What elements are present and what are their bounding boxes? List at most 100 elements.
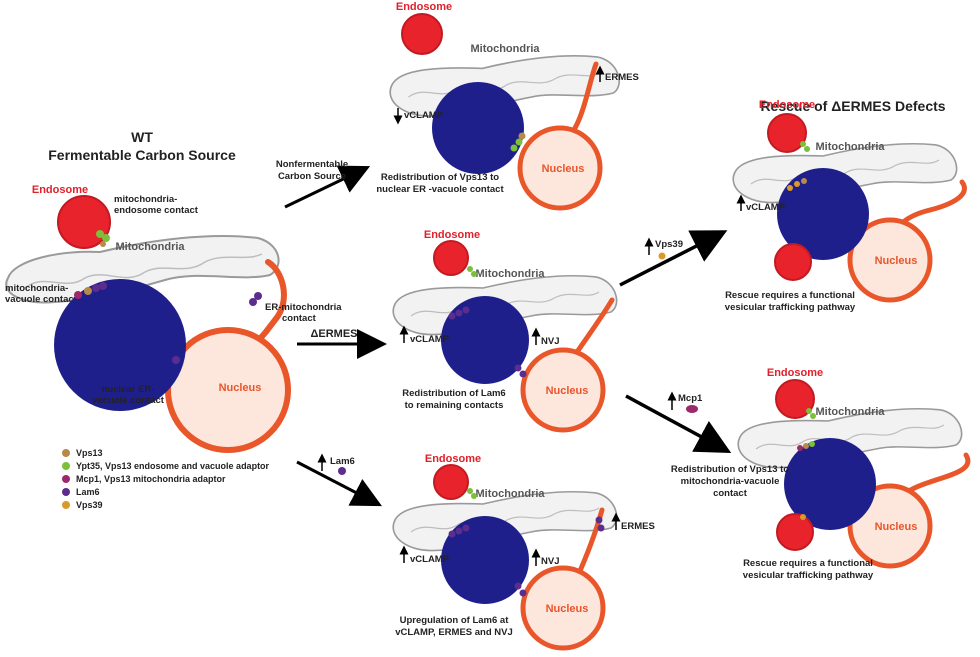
bot-ypt35-dot: [471, 493, 477, 499]
mid-lam6-dot: [462, 306, 470, 314]
bot-ermes-label: ERMES: [621, 521, 655, 532]
mid-endosome-label: Endosome: [424, 229, 480, 241]
wt-ermes-dot: [254, 292, 262, 300]
r2-ypt35-dot: [810, 413, 816, 419]
r2-ypt35-dot: [809, 441, 815, 447]
top-endosome: [401, 13, 443, 55]
bot-lam6-dot: [462, 524, 470, 532]
r1-vps13-dot: [801, 178, 807, 184]
r2-vps13-dot: [803, 443, 809, 449]
rescue-panel-2: Endosome Mitochondria Nucleus Redistribu…: [671, 367, 971, 581]
r2-redist-l3: contact: [713, 488, 748, 499]
wt-ermes-dot: [249, 298, 257, 306]
bot-nvj-dot: [519, 589, 527, 597]
wt-mito-vac-contact-l1: mitochondria-: [5, 283, 68, 294]
mid-lam6-dot: [448, 312, 456, 320]
legend-vps39: Vps39: [76, 500, 103, 510]
r1-endosome: [767, 113, 807, 153]
wt-er-mito-contact-l2: contact: [282, 313, 317, 324]
panel-top: Endosome Mitochondria ERMES Nucleus vCLA…: [376, 1, 639, 211]
r1-vacuole: [777, 168, 869, 260]
top-endosome-label: Endosome: [396, 1, 452, 13]
r2-mcp1-dot: [797, 445, 803, 451]
arrow-vps39-label: Vps39: [655, 239, 683, 250]
top-er-tubule: [572, 61, 599, 131]
bot-ermes-dot: [597, 524, 605, 532]
r2-ypt35-dot: [806, 408, 812, 414]
wt-vps13-dot: [100, 241, 106, 247]
wt-ypt35-dot: [102, 234, 110, 242]
wt-nucleus-label: Nucleus: [219, 382, 262, 394]
wt-nuc-er-vac-l2: vacuole contact: [92, 395, 165, 406]
r2-vps39-dot: [800, 514, 806, 520]
mid-nvj-dot: [514, 364, 522, 372]
r2-redist-l1: Redistribution of Vps13 to: [671, 464, 789, 475]
bot-ypt35-dot: [467, 488, 473, 494]
bot-nucleus-label: Nucleus: [546, 603, 589, 615]
bot-nvj-dot: [514, 582, 522, 590]
wt-vacuole: [54, 279, 186, 411]
mid-vclamp-label: vCLAMP: [410, 334, 450, 345]
top-vps13-dot: [518, 132, 526, 140]
r1-ypt35-dot: [804, 146, 810, 152]
bot-caption-l1: Upregulation of Lam6 at: [400, 615, 510, 626]
bot-lam6-dot: [455, 527, 463, 535]
wt-er-mito-contact-l1: ER-mitochondria: [265, 302, 342, 313]
legend: Vps13 Ypt35, Vps13 endosome and vacuole …: [62, 448, 270, 510]
bot-mitochondria-label: Mitochondria: [475, 488, 545, 500]
mid-nucleus-label: Nucleus: [546, 385, 589, 397]
top-caption-l2: nuclear ER -vacuole contact: [376, 184, 504, 195]
wt-mitochondria-label: Mitochondria: [115, 241, 185, 253]
arrow-nonferm-l1: Nonfermentable: [276, 159, 348, 170]
r2-mitochondria-label: Mitochondria: [815, 406, 885, 418]
arrow-mcp1: [625, 394, 732, 454]
panel-mid: Endosome Mitochondria Nucleus vCLAMP NVJ…: [392, 229, 618, 433]
wt-mito-endo-contact-l1: mitochondria-: [114, 194, 177, 205]
vps39-dot-icon: [658, 252, 666, 260]
r2-endosome: [775, 379, 815, 419]
wt-nuc-er-vac-l1: nuclear ER-: [102, 384, 155, 395]
mid-caption-l2: to remaining contacts: [405, 400, 504, 411]
panel-bot: Endosome Mitochondria Nucleus vCLAMP NVJ…: [392, 453, 655, 651]
wt-mitochondria: [5, 234, 280, 304]
r1-endosome-2: [774, 243, 812, 281]
wt-mito-cristae: [24, 253, 263, 289]
wt-lam6-dot: [99, 282, 107, 290]
mid-nvj-label: NVJ: [541, 336, 559, 347]
wt-title-line1: WT: [131, 129, 153, 145]
arrow-vps39: [619, 230, 728, 287]
legend-mcp1-icon: [62, 475, 70, 483]
r2-caption-l1: Rescue requires a functional: [743, 558, 873, 569]
top-mitochondria-label: Mitochondria: [470, 43, 540, 55]
r1-ypt35-dot: [800, 141, 806, 147]
legend-lam6-icon: [62, 488, 70, 496]
rescue-title: Rescue of ΔERMES Defects: [760, 98, 945, 114]
r2-redist-l2: mitochondria-vacuole: [681, 476, 780, 487]
legend-vps39-icon: [62, 501, 70, 509]
bot-vclamp-label: vCLAMP: [410, 554, 450, 565]
bot-endosome-label: Endosome: [425, 453, 481, 465]
bot-nvj-label: NVJ: [541, 556, 559, 567]
r2-endosome-label: Endosome: [767, 367, 823, 379]
wt-mcp1-dot: [74, 291, 82, 299]
r2-nucleus-label: Nucleus: [875, 521, 918, 533]
r1-nucleus: [847, 217, 933, 303]
mid-ypt35-dot: [471, 271, 477, 277]
mid-mitochondria-label: Mitochondria: [475, 268, 545, 280]
bot-vacuole: [441, 516, 529, 604]
r2-endosome-2: [776, 513, 814, 551]
wt-nvj-dot: [172, 356, 180, 364]
wt-lam6-dot: [92, 284, 100, 292]
r1-caption-l2: vesicular trafficking pathway: [725, 302, 856, 313]
arrow-dermes-label: ΔERMES: [310, 328, 357, 340]
r1-vclamp-label: vCLAMP: [746, 202, 786, 213]
top-caption-l1: Redistribution of Vps13 to: [381, 172, 499, 183]
mcp1-dot-icon: [686, 405, 698, 413]
r1-mitochondria-label: Mitochondria: [815, 141, 885, 153]
r1-vps39-dot: [787, 185, 793, 191]
mid-nucleus: [520, 347, 606, 433]
wt-panel: WT Fermentable Carbon Source Endosome mi…: [5, 129, 342, 453]
wt-mito-vac-contact-l2: vacuole contact: [5, 294, 78, 305]
wt-ypt35-dot: [96, 230, 104, 238]
bot-caption-l2: vCLAMP, ERMES and NVJ: [395, 627, 513, 638]
